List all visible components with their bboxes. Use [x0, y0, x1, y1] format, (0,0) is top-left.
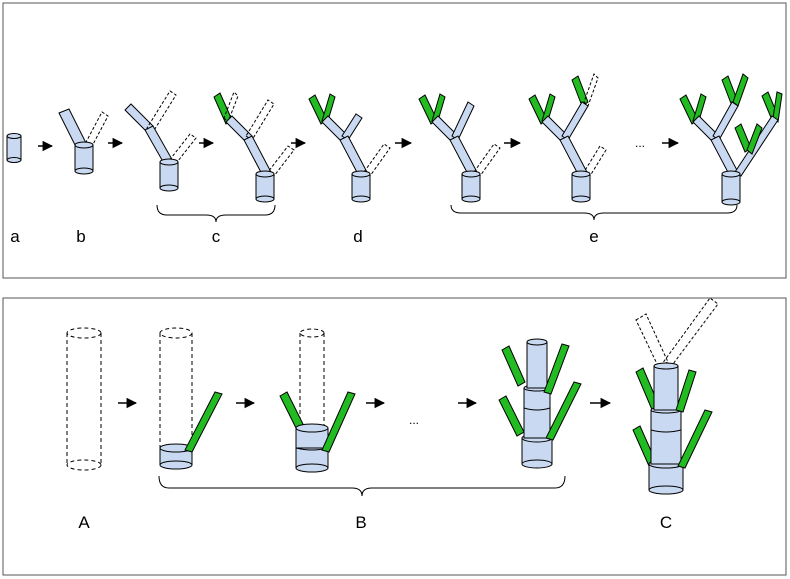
label-B: B: [355, 513, 366, 532]
stage-b-branch: [58, 108, 109, 175]
brace-c: [156, 204, 276, 223]
brace-B: [158, 475, 566, 497]
stage-c-tree-2: [213, 91, 295, 203]
stage-A-primordium: [66, 327, 102, 471]
brace-e: [450, 204, 738, 221]
stage-C-shoot: [632, 297, 719, 495]
stage-a-bud: [6, 133, 22, 163]
label-a: a: [10, 227, 20, 246]
label-b: b: [76, 227, 85, 246]
label-c: c: [212, 227, 221, 246]
label-e: e: [589, 227, 598, 246]
stage-B-shoot-2: [279, 328, 356, 473]
label-d: d: [353, 227, 362, 246]
ellipsis-bottom: ...: [409, 413, 419, 427]
bottom-panel-border: [2, 297, 787, 576]
stage-d-tree: [308, 93, 391, 203]
stage-B-shoot-3: [498, 338, 582, 469]
stage-e-tree-1: [418, 93, 501, 203]
label-C: C: [660, 513, 672, 532]
ellipsis-top: ...: [635, 136, 645, 150]
top-panel-border: [2, 2, 787, 279]
stage-c-tree-1: [124, 90, 197, 192]
stage-B-shoot-1: [159, 327, 223, 470]
stage-e-tree-3: [679, 73, 783, 206]
stage-e-tree-2: [528, 73, 607, 203]
label-A: A: [78, 513, 90, 532]
